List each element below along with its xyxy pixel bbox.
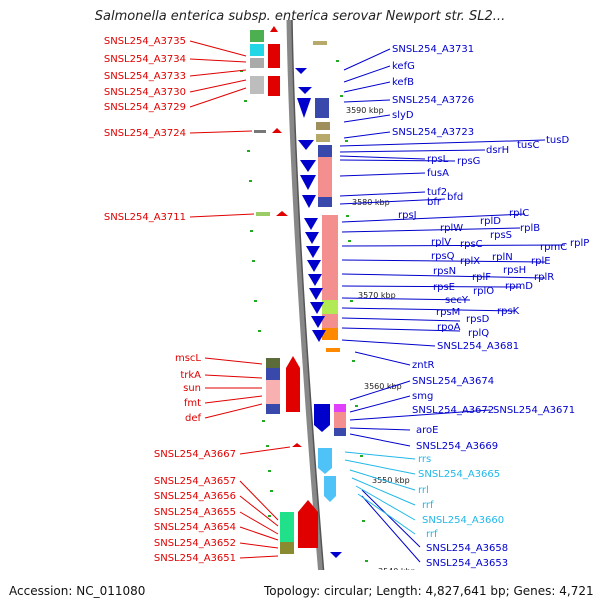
gene-label: kefB xyxy=(392,77,414,88)
gene-label: sun xyxy=(183,383,201,394)
gene-label: SNSL254_A3730 xyxy=(104,87,186,98)
gene-label: rplQ xyxy=(468,328,489,339)
gene-label: SNSL254_A3724 xyxy=(104,128,186,139)
gene-label: rplE xyxy=(531,256,551,267)
gene-label: SNSL254_A3657 xyxy=(154,476,236,487)
gene-label: rrf xyxy=(422,500,434,511)
gene-label: rpsS xyxy=(490,230,512,241)
left-gene-blocks[interactable] xyxy=(250,26,318,554)
gene-label: SNSL254_A3671 xyxy=(493,405,575,416)
gene-label: rpsC xyxy=(460,239,483,250)
gene-label: rplO xyxy=(473,286,494,297)
gene-label: rplX xyxy=(460,256,480,267)
gene-label: tuf2 xyxy=(427,187,447,198)
gene-label: rrf xyxy=(426,529,438,540)
gene-label: SNSL254_A3654 xyxy=(154,522,236,533)
gene-label: mscL xyxy=(175,353,201,364)
kbp-marker: 3570 kbp xyxy=(358,291,396,300)
gene-label: SNSL254_A3652 xyxy=(154,538,236,549)
accession-label: Accession: NC_011080 xyxy=(9,584,146,598)
right-gene-blocks[interactable] xyxy=(295,41,346,558)
gene-label: SNSL254_A3735 xyxy=(104,36,186,47)
gene-label: bfd xyxy=(447,192,463,203)
gene-label: SNSL254_A3656 xyxy=(154,491,236,502)
gene-label: rplW xyxy=(440,223,463,234)
gene-label: tusD xyxy=(546,135,569,146)
gene-label: rpsQ xyxy=(431,251,455,262)
gene-label: rplC xyxy=(509,208,529,219)
gene-label: rpsH xyxy=(503,265,526,276)
gene-label: rplD xyxy=(480,216,501,227)
gene-label: SNSL254_A3667 xyxy=(154,449,236,460)
gene-label: rplB xyxy=(520,223,540,234)
kbp-marker: 3560 kbp xyxy=(364,382,402,391)
gene-label: SNSL254_A3711 xyxy=(104,212,186,223)
gene-label: SNSL254_A3733 xyxy=(104,71,186,82)
gene-label: SNSL254_A3672 xyxy=(412,405,494,416)
gene-label: smg xyxy=(412,391,433,402)
gene-label: rpmD xyxy=(505,281,533,292)
gene-label: rpsG xyxy=(457,156,480,167)
genome-title: Salmonella enterica subsp. enterica sero… xyxy=(94,9,506,24)
gene-label: bfr xyxy=(427,197,442,208)
kbp-marker: 3550 kbp xyxy=(372,476,410,485)
gene-label: slyD xyxy=(392,110,414,121)
gene-label: rplP xyxy=(570,238,589,249)
gene-label: secY xyxy=(445,295,469,306)
leader-lines xyxy=(189,40,566,563)
gene-label: SNSL254_A3653 xyxy=(426,558,508,569)
gene-label: kefG xyxy=(392,61,415,72)
gene-label: dsrH xyxy=(486,145,509,156)
gene-label: rpsL xyxy=(427,154,449,165)
gene-label: SNSL254_A3674 xyxy=(412,376,494,387)
tick-marks xyxy=(240,60,368,562)
gene-label: rpsE xyxy=(433,282,455,293)
gene-label: SNSL254_A3660 xyxy=(422,515,504,526)
rna-gene-labels[interactable]: rrs SNSL254_A3665 rrl rrf SNSL254_A3660 … xyxy=(418,454,504,540)
gene-label: rpsJ xyxy=(398,210,417,221)
gene-label: SNSL254_A3665 xyxy=(418,469,500,480)
gene-label: rpsD xyxy=(466,314,490,325)
genome-stats: Topology: circular; Length: 4,827,641 bp… xyxy=(264,584,594,598)
right-gene-labels[interactable]: SNSL254_A3731 kefG kefB SNSL254_A3726 sl… xyxy=(392,44,589,569)
gene-label: SNSL254_A3731 xyxy=(392,44,474,55)
gene-label: rrl xyxy=(418,485,429,496)
gene-label: SNSL254_A3729 xyxy=(104,102,186,113)
genome-backbone-shadow xyxy=(291,19,327,600)
gene-label: SNSL254_A3658 xyxy=(426,543,508,554)
gene-label: rpoA xyxy=(437,322,461,333)
gene-label: tusC xyxy=(517,140,539,151)
footer-background xyxy=(0,570,600,600)
kbp-marker: 3590 kbp xyxy=(346,106,384,115)
gene-label: fusA xyxy=(427,168,449,179)
gene-label: SNSL254_A3726 xyxy=(392,95,474,106)
gene-label: SNSL254_A3734 xyxy=(104,54,186,65)
gene-label: rpsM xyxy=(436,307,460,318)
gene-label: rpsK xyxy=(497,306,520,317)
gene-label: fmt xyxy=(184,398,201,409)
gene-label: SNSL254_A3655 xyxy=(154,507,236,518)
gene-label: SNSL254_A3723 xyxy=(392,127,474,138)
gene-label: def xyxy=(185,413,202,424)
gene-label: SNSL254_A3669 xyxy=(416,441,498,452)
gene-label: aroE xyxy=(416,425,438,436)
gene-label: rpmC xyxy=(540,242,567,253)
gene-label: rplF xyxy=(472,272,491,283)
gene-label: rplR xyxy=(534,272,554,283)
gene-label: zntR xyxy=(412,360,435,371)
gene-label: rplV xyxy=(431,237,451,248)
gene-label: rpsN xyxy=(433,266,456,277)
left-gene-labels[interactable]: SNSL254_A3735 SNSL254_A3734 SNSL254_A373… xyxy=(104,36,236,564)
gene-label: trkA xyxy=(180,370,201,381)
gene-label: rrs xyxy=(418,454,431,465)
gene-label: rplN xyxy=(492,252,513,263)
gene-label: SNSL254_A3681 xyxy=(437,341,519,352)
gene-label: SNSL254_A3651 xyxy=(154,553,236,564)
